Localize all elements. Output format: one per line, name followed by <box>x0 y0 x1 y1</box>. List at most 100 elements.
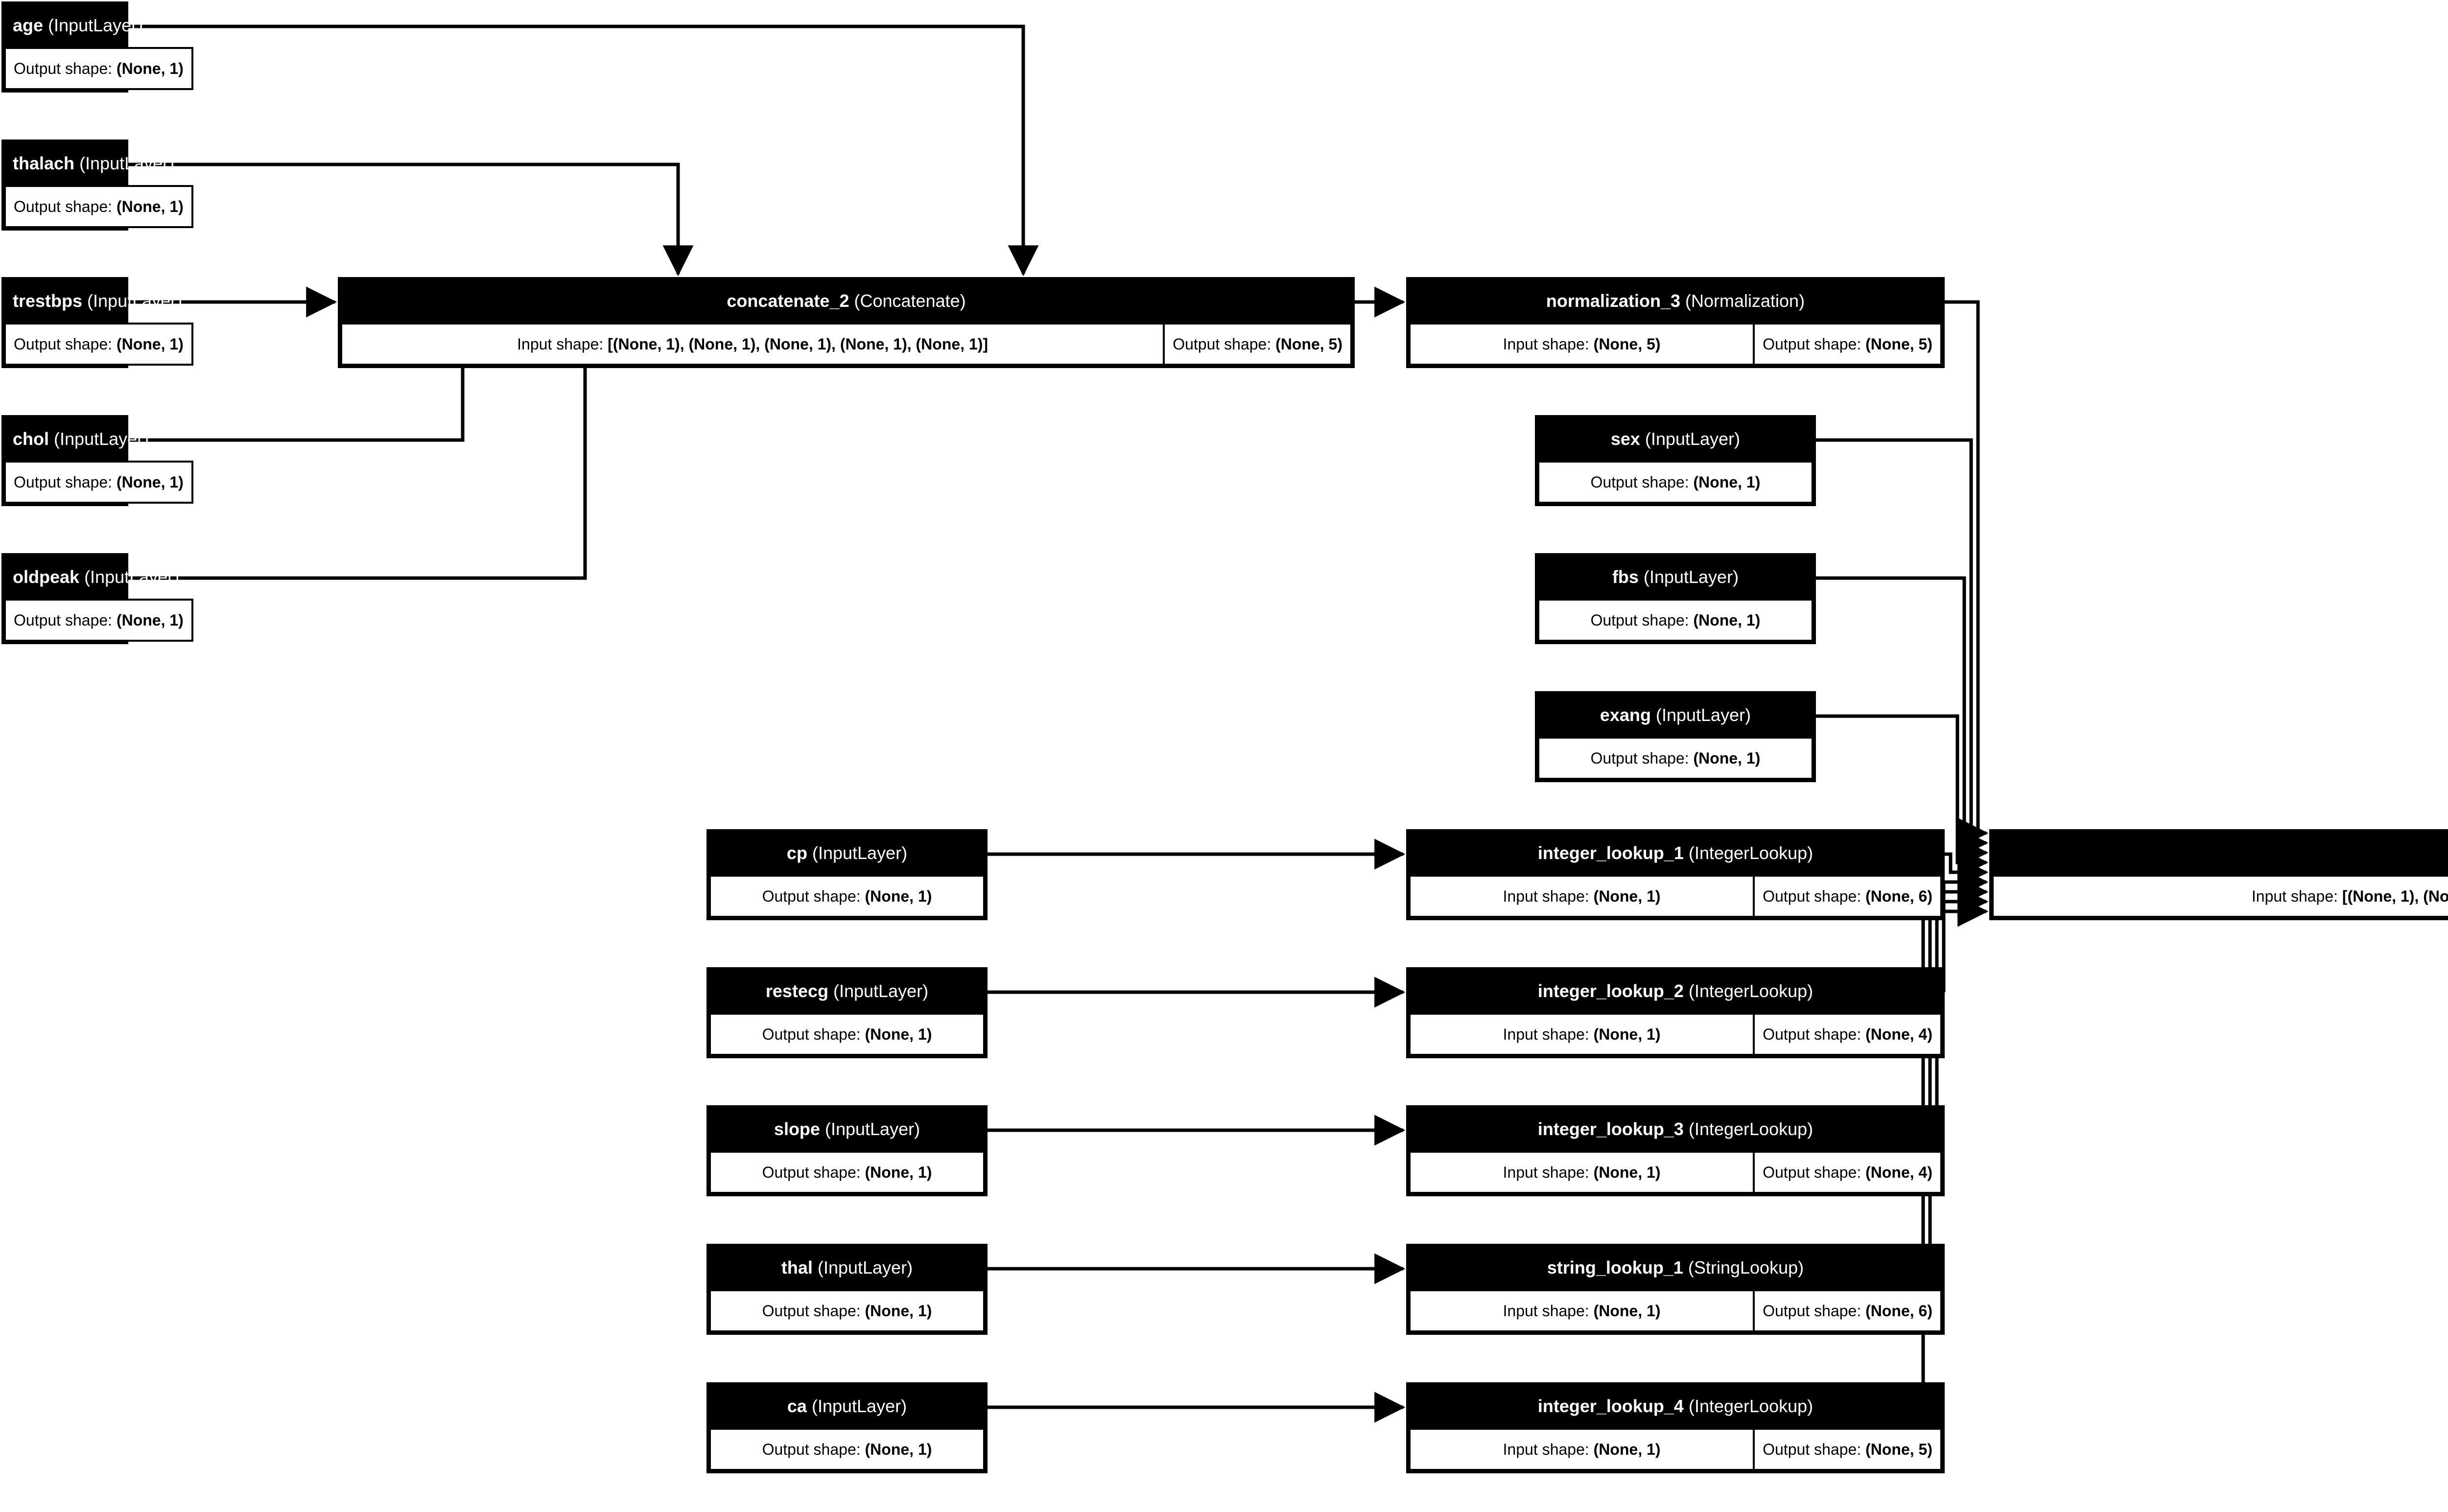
node-restecg[interactable]: restecg (InputLayer)Output shape: (None,… <box>706 967 988 1058</box>
node-sex[interactable]: sex (InputLayer) Output shape: (None, 1) <box>1535 415 1816 506</box>
node-layer-name: string_lookup_1 <box>1547 1257 1683 1278</box>
node-exang[interactable]: exang (InputLayer)Output shape: (None, 1… <box>1535 691 1816 782</box>
node-layer-name: thal <box>781 1257 813 1278</box>
node-slope[interactable]: slope (InputLayer)Output shape: (None, 1… <box>706 1105 988 1196</box>
output-shape-value: (None, 1) <box>865 1163 932 1181</box>
node-integer_lookup_1[interactable]: integer_lookup_1 (IntegerLookup)Input sh… <box>1406 829 1945 920</box>
node-integer_lookup_2[interactable]: integer_lookup_2 (IntegerLookup)Input sh… <box>1406 967 1945 1058</box>
output-shape-value: (None, 5) <box>1865 1441 1932 1458</box>
output-shape-cell: Output shape: (None, 5) <box>1755 1428 1942 1471</box>
input-shape-value: (None, 5) <box>1593 335 1661 353</box>
input-shape-value: [(None, 1), (None, 1), (None, 1), (None,… <box>608 335 989 353</box>
node-string_lookup_1[interactable]: string_lookup_1 (StringLookup)Input shap… <box>1406 1244 1945 1335</box>
output-shape-value: (None, 1) <box>116 198 184 215</box>
node-layer-name: integer_lookup_4 <box>1537 1396 1684 1416</box>
node-shapes-age: Output shape: (None, 1) <box>4 47 193 90</box>
node-shapes-thalach: Output shape: (None, 1) <box>4 185 193 228</box>
input-shape-value: (None, 1) <box>1593 1302 1661 1320</box>
node-thal[interactable]: thal (InputLayer)Output shape: (None, 1) <box>706 1244 988 1335</box>
output-shape-cell: Output shape: (None, 1) <box>709 875 985 918</box>
output-shape-cell: Output shape: (None, 4) <box>1755 1151 1942 1194</box>
node-title-thalach: thalach (InputLayer) <box>4 142 174 185</box>
node-title-integer_lookup_2: integer_lookup_2 (IntegerLookup) <box>1409 970 1942 1013</box>
input-shape-cell: Input shape: (None, 1) <box>1409 1428 1755 1471</box>
node-layer-name: restecg <box>765 981 828 1001</box>
node-shapes-integer_lookup_2: Input shape: (None, 1)Output shape: (Non… <box>1409 1013 1942 1056</box>
node-layer-name: ca <box>787 1396 807 1416</box>
output-shape-cell: Output shape: (None, 1) <box>709 1151 985 1194</box>
node-thalach[interactable]: thalach (InputLayer)Output shape: (None,… <box>1 140 193 231</box>
node-layer-name: sex <box>1610 429 1640 449</box>
node-layer-type: (IntegerLookup) <box>1688 981 1813 1001</box>
node-shapes-fbs: Output shape: (None, 1) <box>1537 599 1813 642</box>
edges-inputs-to-lookups <box>988 838 1406 1423</box>
node-title-concatenate_3: concatenate_3 (Concatenate) <box>1992 832 2448 875</box>
output-shape-cell: Output shape: (None, 6) <box>1755 1289 1942 1332</box>
node-title-restecg: restecg (InputLayer) <box>709 970 985 1013</box>
output-shape-value: (None, 1) <box>1693 749 1761 767</box>
output-shape-value: (None, 5) <box>1275 335 1342 353</box>
node-integer_lookup_4[interactable]: integer_lookup_4 (IntegerLookup)Input sh… <box>1406 1382 1945 1473</box>
input-shape-cell: Input shape: [(None, 1), (None, 1), (Non… <box>1992 875 2448 918</box>
node-concatenate_3[interactable]: concatenate_3 (Concatenate)Input shape: … <box>1989 829 2448 920</box>
node-layer-name: oldpeak <box>13 567 80 587</box>
node-layer-type: (InputLayer) <box>79 153 175 173</box>
input-shape-cell: Input shape: (None, 5) <box>1409 323 1755 366</box>
node-ca[interactable]: ca (InputLayer)Output shape: (None, 1) <box>706 1382 988 1473</box>
node-title-integer_lookup_1: integer_lookup_1 (IntegerLookup) <box>1409 832 1942 875</box>
node-concatenate_2[interactable]: concatenate_2 (Concatenate)Input shape: … <box>338 277 1355 368</box>
output-shape-value: (None, 6) <box>1865 887 1932 905</box>
node-normalization_3[interactable]: normalization_3 (Normalization)Input sha… <box>1406 277 1945 368</box>
node-trestbps[interactable]: trestbps (InputLayer)Output shape: (None… <box>1 277 193 368</box>
output-shape-value: (None, 1) <box>1693 611 1761 629</box>
node-layer-type: (IntegerLookup) <box>1688 843 1813 863</box>
node-shapes-exang: Output shape: (None, 1) <box>1537 737 1813 780</box>
output-shape-value: (None, 1) <box>116 60 184 77</box>
output-shape-cell: Output shape: (None, 1) <box>1537 737 1813 780</box>
node-shapes-concatenate_2: Input shape: [(None, 1), (None, 1), (Non… <box>340 323 1352 366</box>
node-shapes-cp: Output shape: (None, 1) <box>709 875 985 918</box>
node-layer-type: (InputLayer) <box>84 567 180 587</box>
output-shape-value: (None, 6) <box>1865 1302 1932 1320</box>
node-layer-type: (InputLayer) <box>1643 567 1739 587</box>
output-shape-cell: Output shape: (None, 1) <box>4 461 193 504</box>
node-shapes-integer_lookup_1: Input shape: (None, 1)Output shape: (Non… <box>1409 875 1942 918</box>
input-shape-value: (None, 1) <box>1593 1163 1661 1181</box>
node-title-ca: ca (InputLayer) <box>709 1385 985 1428</box>
node-layer-name: age <box>13 15 44 35</box>
node-age[interactable]: age (InputLayer)Output shape: (None, 1) <box>1 1 193 93</box>
node-chol[interactable]: chol (InputLayer)Output shape: (None, 1) <box>1 415 193 506</box>
input-shape-cell: Input shape: [(None, 1), (None, 1), (Non… <box>340 323 1165 366</box>
node-layer-type: (InputLayer) <box>817 1257 913 1278</box>
input-shape-value: (None, 1) <box>1593 1441 1661 1458</box>
output-shape-cell: Output shape: (None, 1) <box>709 1289 985 1332</box>
node-title-exang: exang (InputLayer) <box>1537 694 1813 737</box>
node-shapes-restecg: Output shape: (None, 1) <box>709 1013 985 1056</box>
input-shape-value: (None, 1) <box>1593 887 1661 905</box>
node-oldpeak[interactable]: oldpeak (InputLayer)Output shape: (None,… <box>1 553 193 644</box>
input-shape-value: [(None, 1), (None, 1), (None, 1), (None,… <box>2342 887 2448 905</box>
node-layer-type: (Normalization) <box>1685 291 1805 311</box>
node-title-thal: thal (InputLayer) <box>709 1246 985 1289</box>
node-integer_lookup_3[interactable]: integer_lookup_3 (IntegerLookup)Input sh… <box>1406 1105 1945 1196</box>
output-shape-value: (None, 1) <box>116 611 184 629</box>
input-shape-cell: Input shape: (None, 1) <box>1409 1013 1755 1056</box>
input-shape-cell: Input shape: (None, 1) <box>1409 875 1755 918</box>
output-shape-cell: Output shape: (None, 1) <box>1537 461 1813 504</box>
node-title-oldpeak: oldpeak (InputLayer) <box>4 556 179 599</box>
node-layer-name: integer_lookup_1 <box>1537 843 1684 863</box>
node-layer-name: thalach <box>13 153 75 173</box>
node-shapes-thal: Output shape: (None, 1) <box>709 1289 985 1332</box>
output-shape-value: (None, 1) <box>865 1025 932 1043</box>
node-title-fbs: fbs (InputLayer) <box>1537 556 1813 599</box>
node-fbs[interactable]: fbs (InputLayer)Output shape: (None, 1) <box>1535 553 1816 644</box>
node-title-trestbps: trestbps (InputLayer) <box>4 279 182 323</box>
node-layer-type: (InputLayer) <box>87 291 183 311</box>
node-layer-type: (InputLayer) <box>1645 429 1741 449</box>
node-shapes-integer_lookup_4: Input shape: (None, 1)Output shape: (Non… <box>1409 1428 1942 1471</box>
node-layer-type: (IntegerLookup) <box>1688 1119 1813 1139</box>
node-layer-type: (Concatenate) <box>854 291 966 311</box>
edges-to-concatenate-2 <box>128 24 1039 580</box>
node-cp[interactable]: cp (InputLayer)Output shape: (None, 1) <box>706 829 988 920</box>
